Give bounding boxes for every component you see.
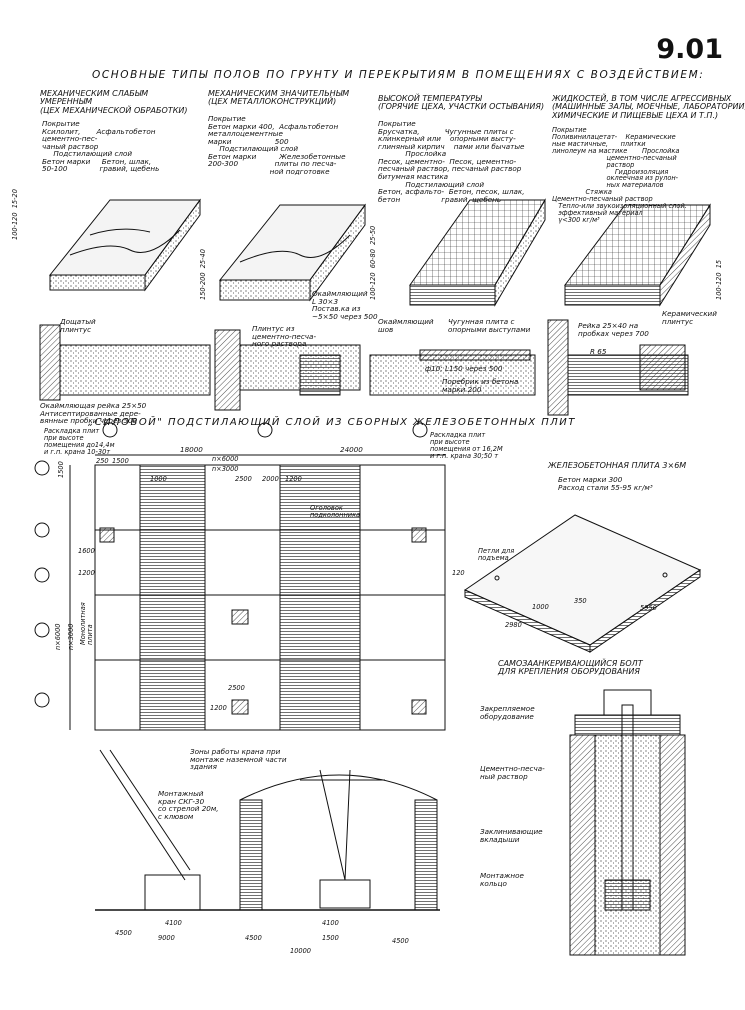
crane-dim-4500-a: 4500 — [115, 929, 132, 937]
bolt-label-mortar: Цементно-песча- ный раствор — [480, 764, 545, 781]
column-spec-mechanical-heavy: Покрытие Бетон марки 400, Асфальтобетон … — [208, 114, 346, 176]
dims-col1: 100-120 15-20 — [11, 189, 19, 240]
plate-dim-5950: 5950 — [640, 604, 657, 612]
detail-sections — [39, 319, 689, 416]
label-monolithic-slab: Монолитная плита — [79, 602, 94, 645]
callout-curb: Поребрик из бетона марки 200 — [442, 377, 519, 394]
column-spec-liquids: Покрытие Поливинилацетат- Керамические н… — [552, 126, 687, 224]
callout-cement-plinth: Плинтус из цементно-песча- ного раствора — [252, 324, 317, 349]
plate-loops-label: Петли для подъема — [478, 547, 515, 562]
floor-block-liquids — [564, 203, 711, 307]
callout-strip-plugs: Рейка 25×40 на пробках через 700 — [578, 321, 649, 338]
dim-nx3000: n×3000 — [212, 465, 239, 473]
bolt-title: САМОЗААНКЕРИВАЮЩИЙСЯ БОЛТ ДЛЯ КРЕПЛЕНИЯ … — [498, 659, 643, 677]
main-title: ОСНОВНЫЕ ТИПЫ ПОЛОВ ПО ГРУНТУ И ПЕРЕКРЫТ… — [92, 69, 705, 81]
plate-dim-2980: 2980 — [505, 621, 522, 629]
crane-dim-4500-b: 4500 — [245, 934, 262, 942]
column-spec-mechanical-light: Покрытие Ксилолит, Асфальтобетон цементн… — [42, 119, 160, 174]
label-column-head: Оголовок подколонника — [310, 504, 361, 519]
callout-cast-iron-plate: Чугунная плита с опорными выступами — [448, 317, 531, 334]
dim-1200-bottom: 1200 — [210, 704, 227, 712]
crane-dim-1500: 1500 — [322, 934, 339, 942]
plates-note-left: Раскладка плит при высоте помещения до14… — [44, 427, 115, 456]
callout-wood-plinth: Дощатый плинтус — [60, 317, 96, 334]
callout-edging-angle: Окаймляющий L 30×3 Постав.ка из ~5×50 че… — [312, 289, 378, 321]
plates-note-right: Раскладка плит при высоте помещения от 1… — [430, 431, 503, 460]
dim-nx6000: n×6000 — [212, 455, 239, 463]
dim-1500-left: 1500 — [57, 461, 65, 478]
crane-dim-4100-a: 4100 — [165, 919, 182, 927]
dim-18000: 18000 — [180, 445, 203, 454]
column-heading-liquids: ЖИДКОСТЕЙ, В ТОМ ЧИСЛЕ АГРЕССИВНЫХ (МАШИ… — [552, 94, 745, 120]
bolt-section — [569, 689, 686, 956]
callout-edging-seam: Окаймляющий шов — [378, 317, 434, 334]
column-heading-mechanical-light: МЕХАНИЧЕСКИМ СЛАБЫМ УМЕРЕННЫМ (ЦЕХ МЕХАН… — [40, 89, 188, 115]
dim-1200-top: 1200 — [285, 475, 302, 483]
callout-rod: ф10; L150 через 500 — [425, 364, 503, 373]
dim-nx6000-left: n×6000 — [54, 623, 62, 651]
plate-spec: Бетон марки 300 Расход стали 55-95 кг/м³ — [558, 475, 653, 492]
floor-block-mechanical-heavy — [218, 203, 366, 302]
dim-nx3000-left: n×3000 — [67, 623, 75, 651]
crane-label: Монтажный кран СКГ-30 со стрелой 20м, с … — [158, 789, 219, 821]
column-spec-high-temperature: Покрытие Брусчатка, Чугунные плиты с кли… — [378, 119, 525, 204]
crane-dim-9000: 9000 — [158, 934, 175, 942]
callout-radius: R 65 — [590, 347, 607, 356]
dim-2500-top: 2500 — [235, 475, 252, 483]
dim-1200-left: 1200 — [78, 569, 95, 577]
plates-section-title: „СИЛОВОЙ" ПОДСТИЛАЮЩИЙ СЛОЙ ИЗ СБОРНЫХ Ж… — [88, 417, 576, 428]
floor-block-high-temperature — [409, 198, 546, 307]
crane-drawing — [95, 749, 440, 911]
bolt-label-equipment: Закрепляемое оборудование — [480, 704, 535, 721]
dim-250: 250 — [96, 457, 109, 465]
dims-col2: 150-200 25-40 — [199, 249, 207, 300]
dim-24000: 24000 — [340, 445, 363, 454]
column-heading-mechanical-heavy: МЕХАНИЧЕСКИМ ЗНАЧИТЕЛЬНЫМ (ЦЕХ МЕТАЛЛОКО… — [208, 89, 350, 107]
label-crane-zones: Зоны работы крана при монтаже наземной ч… — [190, 747, 287, 772]
plates-plan — [34, 422, 446, 731]
plate-isometric — [463, 514, 702, 653]
plate-dim-120: 120 — [452, 569, 465, 577]
dim-2500-bottom: 2500 — [228, 684, 245, 692]
bolt-label-wedges: Заклинивающие вкладыши — [480, 827, 543, 844]
dim-1000: 1000 — [150, 475, 167, 483]
crane-dim-4500-c: 4500 — [392, 937, 409, 945]
column-heading-high-temperature: ВЫСОКОЙ ТЕМПЕРАТУРЫ (ГОРЯЧИЕ ЦЕХА, УЧАСТ… — [378, 94, 545, 112]
dim-1500-top: 1500 — [112, 457, 129, 465]
floor-block-mechanical-light — [48, 198, 201, 292]
callout-edging-strip: Окаймляющая рейка 25×50 Антисептированны… — [40, 401, 147, 426]
dim-2000: 2000 — [262, 475, 279, 483]
crane-dim-10000: 10000 — [290, 947, 311, 955]
plate-title: ЖЕЛЕЗОБЕТОННАЯ ПЛИТА 3×6М — [548, 461, 687, 470]
dims-col3: 100-120 60-80 25-50 — [369, 225, 377, 300]
plate-dim-1000: 1000 — [532, 603, 549, 611]
dim-1600: 1600 — [78, 547, 95, 555]
plate-dim-350: 350 — [574, 597, 587, 605]
dims-col4: 100-120 15 — [715, 259, 723, 300]
crane-dim-4100-b: 4100 — [322, 919, 339, 927]
bolt-label-ring: Монтажное кольцо — [480, 871, 524, 888]
page-number: 9.01 — [656, 34, 723, 65]
callout-ceramic-plinth: Керамический плинтус — [662, 309, 717, 326]
